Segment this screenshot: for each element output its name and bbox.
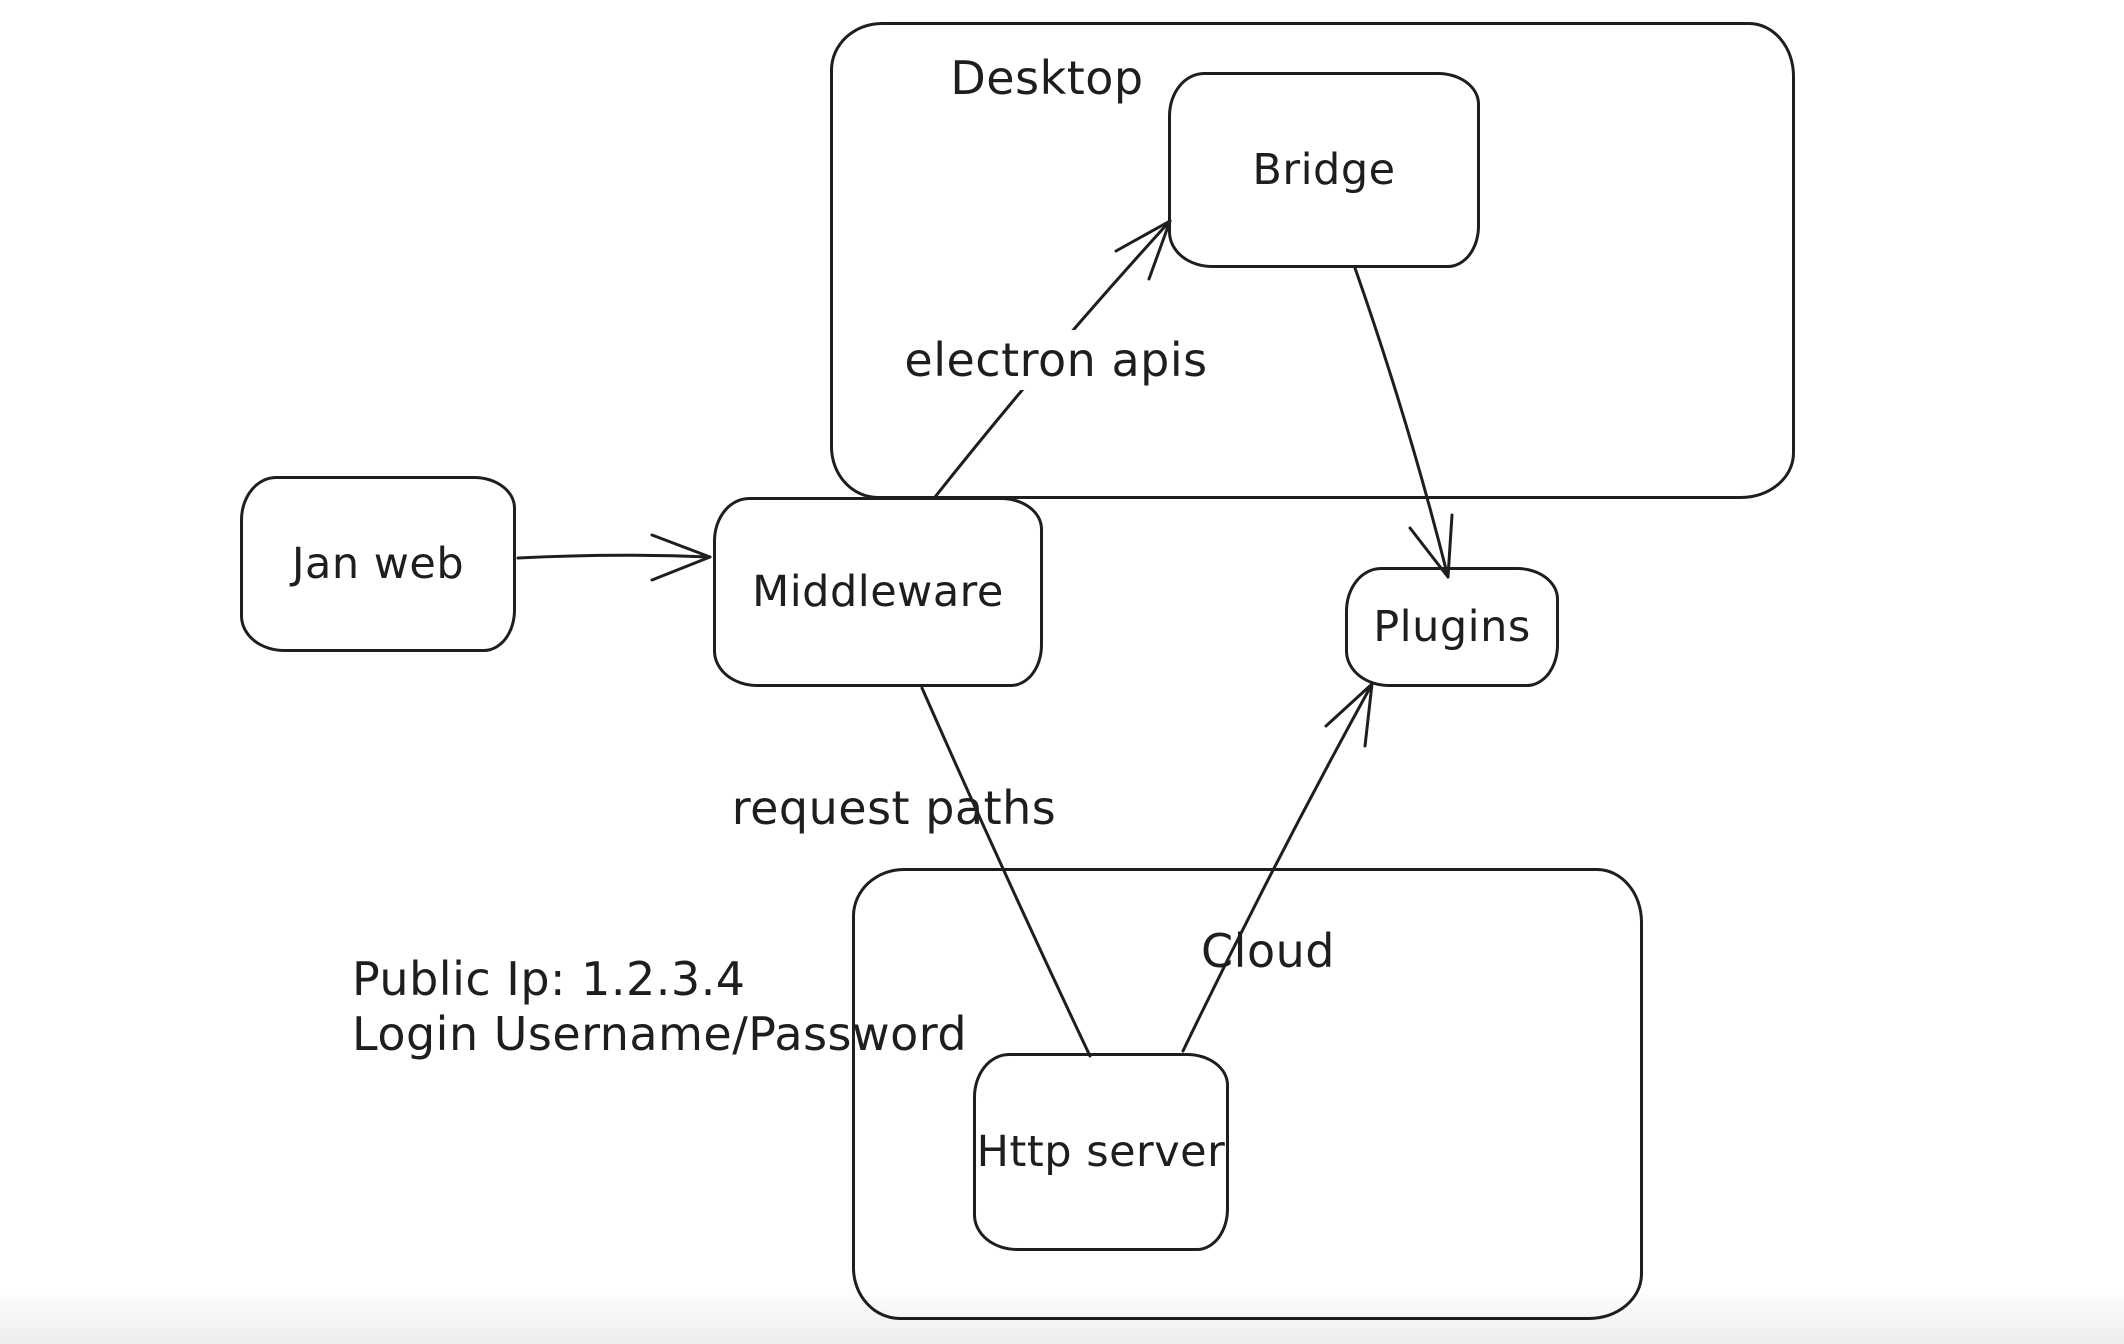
node-bridge: Bridge <box>1168 72 1480 268</box>
annotation-line-login: Login Username/Password <box>352 1007 968 1061</box>
node-middleware-label: Middleware <box>752 567 1004 617</box>
edge-jan-web-to-middleware <box>516 533 712 582</box>
annotation-line-public-ip: Public Ip: 1.2.3.4 <box>352 952 746 1006</box>
node-plugins: Plugins <box>1345 567 1559 687</box>
node-bridge-label: Bridge <box>1252 145 1396 195</box>
annotation-text: Public Ip: 1.2.3.4 Login Username/Passwo… <box>352 952 967 1062</box>
desktop-container-label: Desktop <box>950 51 1144 105</box>
node-http-server: Http server <box>973 1053 1229 1251</box>
edge-label-electron-apis: electron apis <box>890 330 1222 390</box>
edge-line <box>516 553 712 560</box>
cloud-container-label: Cloud <box>1201 924 1335 978</box>
node-jan-web-label: Jan web <box>291 539 465 589</box>
arrowhead-icon <box>650 533 712 582</box>
node-http-server-label: Http server <box>976 1127 1226 1177</box>
edge-label-request-paths: request paths <box>731 781 1057 835</box>
node-jan-web: Jan web <box>240 476 516 652</box>
node-middleware: Middleware <box>713 497 1043 687</box>
arrowhead-icon <box>1324 682 1374 748</box>
desktop-container-box <box>830 22 1795 499</box>
node-plugins-label: Plugins <box>1373 602 1531 652</box>
